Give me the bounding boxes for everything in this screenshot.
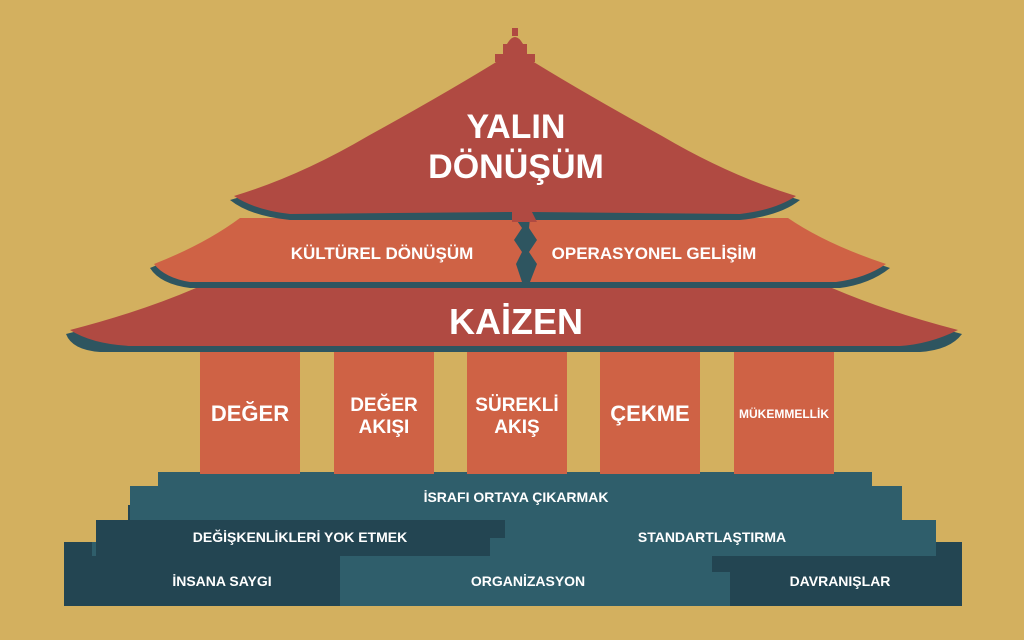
middle-roof-left-label: KÜLTÜREL DÖNÜŞÜM <box>291 244 474 263</box>
middle-roof-right-label: OPERASYONEL GELİŞİM <box>552 244 757 263</box>
finial-top <box>507 37 523 44</box>
step-bottom-left-panel <box>64 574 340 606</box>
step-middle-right-label: STANDARTLAŞTIRMA <box>638 529 786 545</box>
pillar-3-label-line2: AKIŞ <box>494 417 539 438</box>
top-roof-right <box>512 56 796 222</box>
finial-base <box>495 54 535 62</box>
step-bottom-left-block <box>64 542 340 574</box>
pillar-1 <box>200 352 300 474</box>
pillar-2-label-line1: DEĞER <box>350 394 418 416</box>
finial-tip <box>512 28 518 36</box>
roof-title-line2: DÖNÜŞÜM <box>428 148 604 186</box>
step-bottom-center-label: ORGANİZASYON <box>471 573 585 589</box>
step-bottom-left-label: İNSANA SAYGI <box>172 573 271 589</box>
step-top-label: İSRAFI ORTAYA ÇIKARMAK <box>424 489 609 505</box>
labels: YALIN DÖNÜŞÜM KÜLTÜREL DÖNÜŞÜM OPERASYON… <box>172 108 890 589</box>
foundation-steps <box>64 472 962 606</box>
beam-roof <box>66 288 962 352</box>
middle-roof-left <box>154 218 522 282</box>
pillars <box>200 352 834 474</box>
pillar-4-label-line1: ÇEKME <box>610 401 689 426</box>
step-top <box>130 472 902 520</box>
pillar-3-label-line1: SÜREKLİ <box>475 395 558 416</box>
pillar-3 <box>467 352 567 474</box>
step-bottom-right-label: DAVRANIŞLAR <box>790 573 891 589</box>
step-middle-left-label: DEĞİŞKENLİKLERİ YOK ETMEK <box>193 528 407 545</box>
pillar-5-label-line1: MÜKEMMELLİK <box>739 406 829 421</box>
roof-title-line1: YALIN <box>467 108 566 146</box>
beam-body <box>70 288 958 346</box>
top-roof <box>230 28 800 222</box>
step-bottom-right-panel <box>712 542 962 606</box>
roof-finial <box>495 28 535 62</box>
pillar-5 <box>734 352 834 474</box>
middle-roof-right <box>529 218 886 282</box>
top-roof-left <box>234 56 520 222</box>
pillar-2 <box>334 352 434 474</box>
beam-label: KAİZEN <box>449 301 583 342</box>
middle-roof <box>150 218 890 288</box>
pillar-2-label-line2: AKIŞI <box>359 417 410 438</box>
finial-mid <box>503 44 527 55</box>
pillar-4 <box>600 352 700 474</box>
pillar-1-label-line1: DEĞER <box>211 401 289 426</box>
